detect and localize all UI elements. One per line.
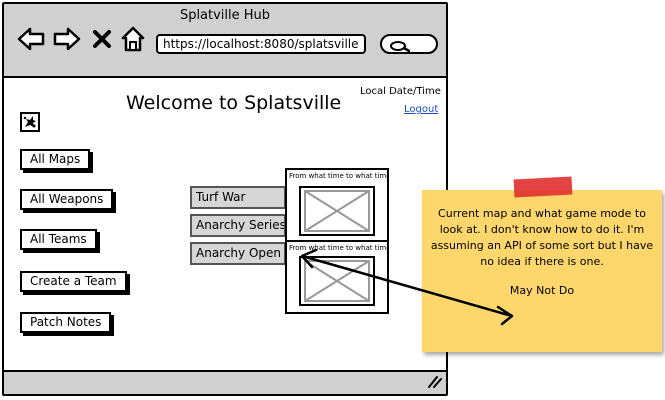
map-image-placeholder bbox=[299, 256, 375, 310]
browser-window: Splatville Hub https://localhost:8080/sp… bbox=[2, 2, 448, 396]
patch-notes-button[interactable]: Patch Notes bbox=[20, 312, 112, 333]
close-x-icon[interactable] bbox=[92, 29, 112, 53]
forward-arrow-icon[interactable] bbox=[52, 26, 82, 56]
all-maps-button[interactable]: All Maps bbox=[20, 149, 91, 170]
browser-titlebar: Splatville Hub https://localhost:8080/sp… bbox=[4, 4, 446, 78]
home-icon[interactable] bbox=[120, 25, 146, 57]
all-weapons-button[interactable]: All Weapons bbox=[20, 189, 114, 210]
sticky-note-subtext: May Not Do bbox=[509, 284, 575, 297]
create-team-button[interactable]: Create a Team bbox=[20, 271, 127, 292]
map-time-caption: From what time to what time bbox=[289, 172, 389, 180]
sticky-note: Current map and what game mode to look a… bbox=[422, 176, 662, 352]
map-image-placeholder bbox=[299, 186, 375, 240]
window-title: Splatville Hub bbox=[179, 8, 271, 23]
sticky-tape bbox=[513, 176, 573, 198]
resize-grip-icon[interactable] bbox=[426, 373, 442, 392]
logout-link[interactable]: Logout bbox=[404, 104, 439, 115]
splat-logo-icon[interactable] bbox=[20, 112, 40, 132]
map-rotation-panel: From what time to what time From what ti… bbox=[285, 168, 389, 314]
tab-anarchy-series[interactable]: Anarchy Series bbox=[190, 214, 286, 237]
page-title: Welcome to Splatsville bbox=[126, 92, 342, 114]
url-input[interactable]: https://localhost:8080/splatsville bbox=[156, 34, 366, 54]
local-datetime: Local Date/Time bbox=[360, 86, 441, 97]
sticky-note-text: Current map and what game mode to look a… bbox=[430, 207, 654, 268]
tab-anarchy-open[interactable]: Anarchy Open bbox=[190, 242, 286, 265]
all-teams-button[interactable]: All Teams bbox=[20, 229, 97, 250]
back-arrow-icon[interactable] bbox=[16, 26, 46, 56]
search-icon bbox=[388, 38, 411, 57]
browser-statusbar bbox=[4, 370, 446, 394]
tab-turf-war[interactable]: Turf War bbox=[190, 186, 286, 209]
search-input[interactable] bbox=[380, 34, 438, 54]
map-time-caption: From what time to what time bbox=[289, 244, 389, 252]
map-divider bbox=[287, 240, 387, 242]
